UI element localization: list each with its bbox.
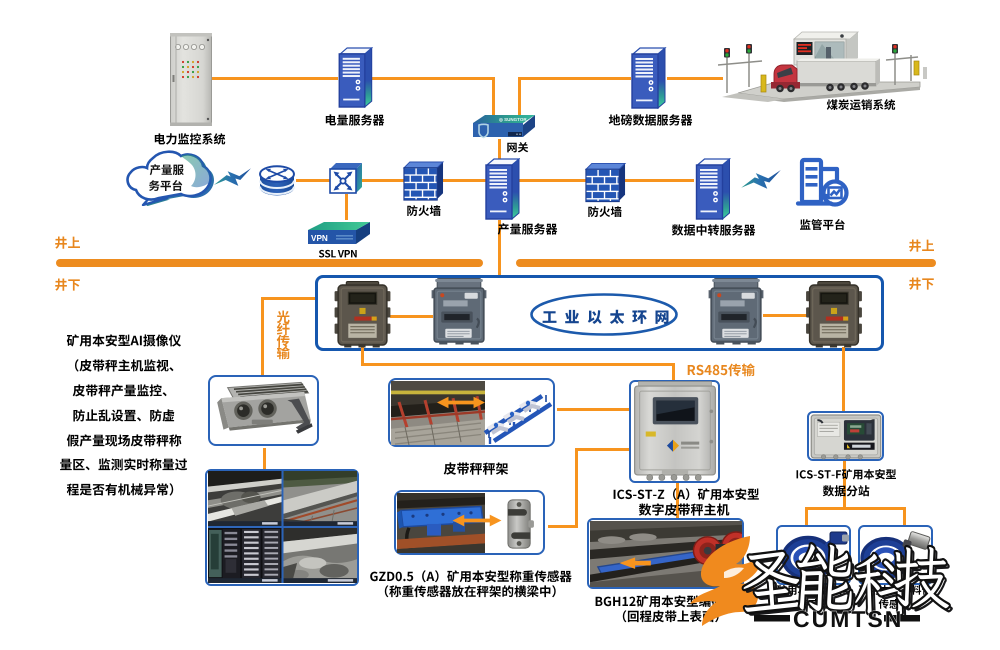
svg-text:◎ SUNGTOR: ◎ SUNGTOR: [499, 117, 527, 122]
svg-text:VPN: VPN: [311, 234, 328, 243]
